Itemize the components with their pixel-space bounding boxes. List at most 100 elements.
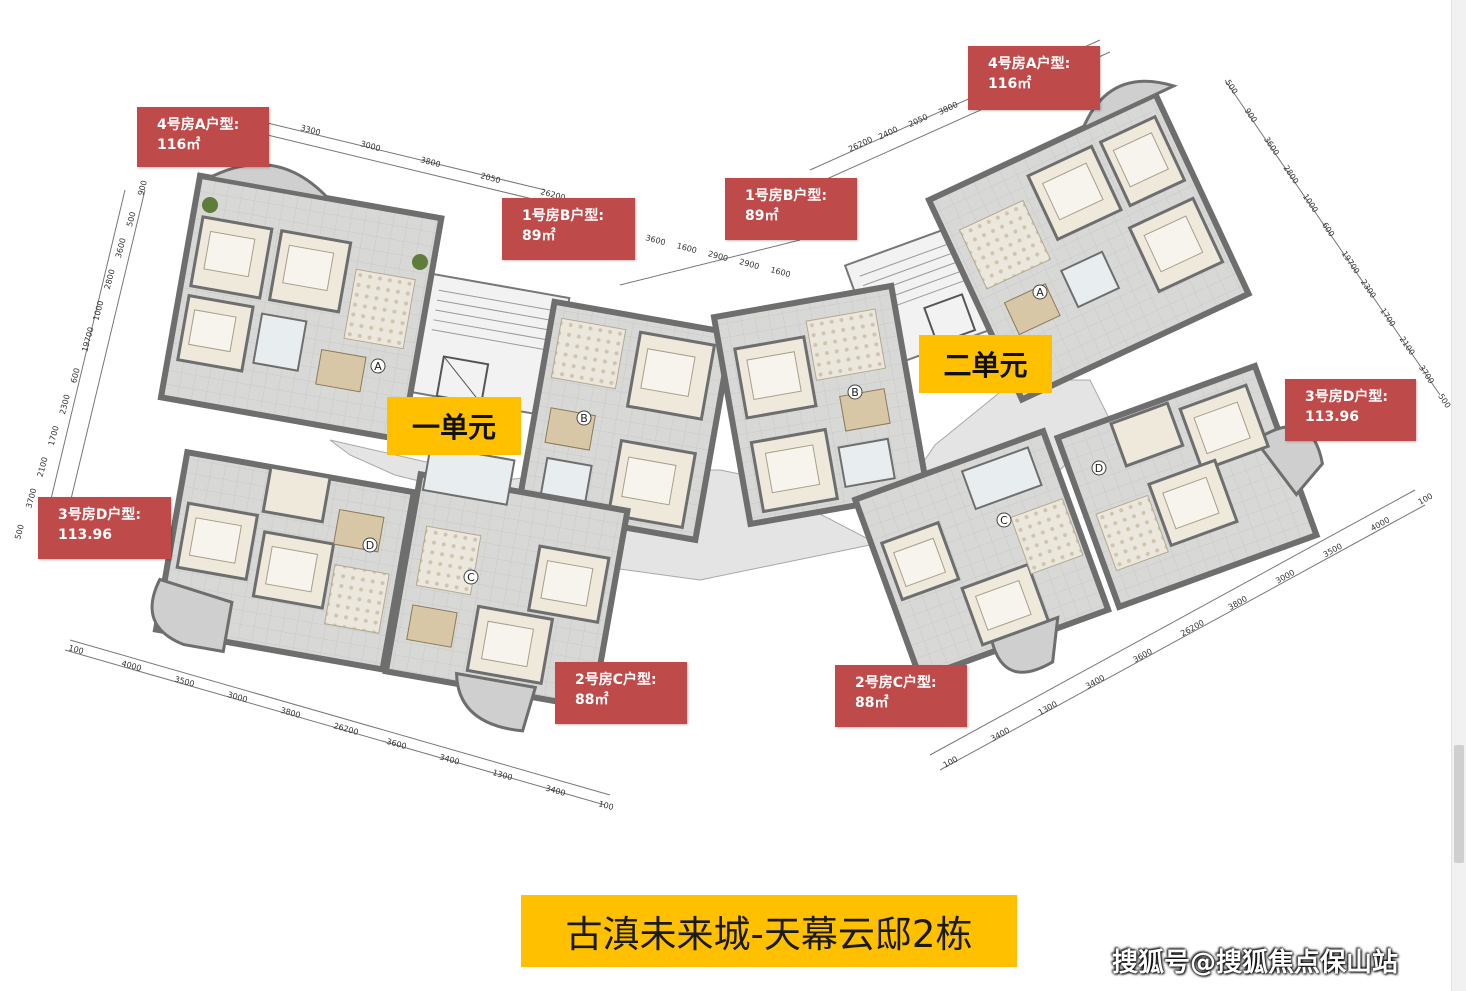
dimension-label: 2400 — [877, 125, 899, 142]
dimension-label: 500 — [125, 211, 138, 228]
dimension-label: 3600 — [644, 233, 666, 247]
scrollbar-thumb[interactable] — [1454, 745, 1464, 863]
dimension-label: 19700 — [1340, 249, 1362, 275]
dimension-label: 3400 — [989, 726, 1011, 744]
dimension-label: 2300 — [58, 393, 72, 415]
dimension-label: 500 — [1223, 78, 1239, 96]
dimension-label: 3700 — [1417, 364, 1436, 386]
letter-b-right: B — [851, 386, 859, 399]
label-d-right: 3号房D户型: 113.96 — [1285, 379, 1416, 441]
apartment-a-left — [157, 163, 445, 444]
label-b-left: 1号房B户型: 89㎡ — [502, 198, 635, 260]
label-d-right-area: 113.96 — [1305, 409, 1360, 425]
letter-d-right: D — [1095, 462, 1103, 475]
label-b-left-type: 1号房B户型: — [522, 208, 605, 224]
dimension-label: 3500 — [1322, 542, 1344, 560]
dimension-label: 1700 — [1378, 306, 1397, 328]
apartment-c-right — [851, 427, 1113, 683]
watermark: 搜狐号@搜狐焦点保山站 — [1112, 948, 1399, 978]
dimension-label: 26200 — [332, 721, 359, 737]
dimension-label: 100 — [67, 643, 84, 656]
unit-tag-1: 一单元 — [387, 397, 521, 455]
letter-a-right: A — [1036, 286, 1044, 299]
dimension-label: 100 — [597, 799, 614, 812]
dimension-label: 2300 — [1359, 278, 1378, 300]
dimension-label: 2100 — [36, 456, 50, 478]
label-b-left-area: 89㎡ — [522, 228, 556, 244]
dimension-label: 3600 — [1262, 135, 1281, 157]
label-d-right-type: 3号房D户型: — [1305, 389, 1388, 405]
dimension-label: 2050 — [479, 171, 501, 185]
label-c-right-type: 2号房C户型: — [855, 675, 937, 691]
dimension-label: 1300 — [491, 768, 513, 782]
dimension-label: 3000 — [226, 690, 248, 704]
dimension-label: 900 — [136, 179, 149, 196]
dimension-label: 1600 — [769, 265, 791, 279]
dimension-label: 100 — [942, 754, 960, 769]
room-letters: A B B A D C C D — [362, 284, 1107, 585]
apartment-a-left-balcony-plants — [202, 197, 428, 270]
dimension-label: 3400 — [544, 784, 566, 798]
apartment-d-right — [1053, 362, 1325, 611]
apartment-d-left — [150, 448, 418, 673]
dimension-label: 3400 — [1084, 673, 1106, 691]
dimension-label: 600 — [69, 367, 82, 384]
vertical-scrollbar[interactable] — [1451, 0, 1466, 991]
label-d-left: 3号房D户型: 113.96 — [38, 497, 171, 559]
label-c-right-area: 88㎡ — [855, 695, 889, 711]
dimension-label: 3400 — [438, 752, 460, 766]
label-b-right-type: 1号房B户型: — [745, 188, 828, 204]
dimension-label: 3800 — [1227, 594, 1249, 612]
label-a-right-type: 4号房A户型: — [988, 56, 1071, 72]
dimension-label: 2050 — [907, 112, 929, 129]
apartment-a-right — [924, 79, 1253, 404]
dimension-label: 2800 — [1281, 164, 1300, 186]
dimension-label: 600 — [1320, 221, 1336, 239]
dimension-label: 3800 — [937, 100, 959, 117]
dimension-label: 500 — [1436, 392, 1452, 410]
label-b-right-area: 89㎡ — [745, 208, 779, 224]
dimension-label: 3700 — [24, 487, 38, 509]
dimension-line-bottom-right — [929, 489, 1426, 771]
dimension-label: 100 — [1417, 491, 1435, 506]
dimension-label: 1000 — [92, 300, 106, 322]
label-a-left-type: 4号房A户型: — [157, 117, 240, 133]
letter-a-left: A — [374, 360, 382, 373]
dimension-label: 3000 — [359, 139, 381, 153]
apartment-b-left — [514, 298, 736, 544]
dimension-label: 2800 — [103, 268, 117, 290]
dimension-label: 3300 — [299, 123, 321, 137]
dimension-line-left — [39, 189, 146, 546]
dimension-line-top-mid — [619, 239, 801, 286]
label-c-left-type: 2号房C户型: — [575, 672, 657, 688]
unit-tag-2: 二单元 — [919, 335, 1052, 393]
dimension-label: 500 — [13, 523, 26, 540]
dimension-line-bottom-left — [64, 639, 611, 806]
dimension-label: 26200 — [847, 135, 874, 154]
dimension-label: 3000 — [1274, 568, 1296, 586]
label-d-left-area: 113.96 — [58, 527, 113, 543]
dimension-label: 1300 — [1037, 699, 1059, 717]
dimension-label: 3600 — [114, 237, 128, 259]
dimension-label: 3800 — [419, 155, 441, 169]
label-a-right-area: 116㎡ — [988, 76, 1032, 92]
dimension-label: 3600 — [1132, 647, 1154, 665]
letter-d-left: D — [366, 539, 374, 552]
page-title: 古滇未来城-天幕云邸2栋 — [521, 895, 1017, 967]
dimension-label: 1600 — [676, 241, 698, 255]
dimension-line-top-left — [254, 119, 546, 203]
dimension-label: 19700 — [80, 326, 95, 353]
dimension-label: 1000 — [1301, 192, 1320, 214]
dimension-label: 900 — [1243, 107, 1259, 125]
label-c-left: 2号房C户型: 88㎡ — [555, 662, 687, 724]
letter-c-left: C — [467, 571, 475, 584]
dimension-label: 4000 — [1369, 515, 1391, 533]
dimension-label: 2900 — [738, 257, 760, 271]
label-b-right: 1号房B户型: 89㎡ — [725, 178, 857, 240]
dimension-label: 2100 — [1398, 335, 1417, 357]
dimension-label: 3600 — [385, 737, 407, 751]
letter-c-right: C — [1000, 514, 1008, 527]
letter-b-left: B — [580, 412, 588, 425]
